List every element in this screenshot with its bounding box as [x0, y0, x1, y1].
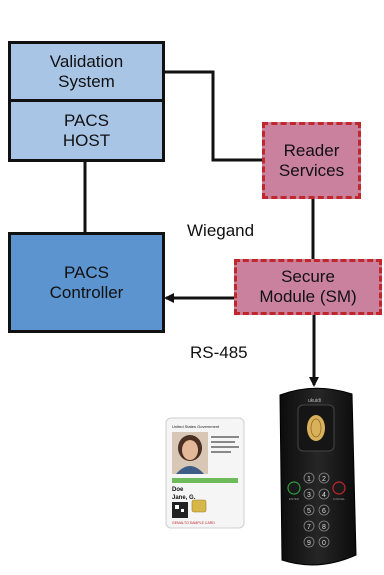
key-3: 3 [307, 492, 311, 499]
validation-system-box: Validation System [8, 41, 165, 102]
pacs-controller-box: PACS Controller [8, 232, 165, 333]
reader-services-box: Reader Services [262, 122, 361, 199]
card-header: United States Government [172, 424, 220, 429]
key-0: 0 [322, 540, 326, 547]
wiegand-label: Wiegand [187, 221, 255, 240]
pacs-host-label: PACS HOST [62, 110, 111, 150]
card-footer: GEMALTO SAMPLE CARD [172, 521, 215, 525]
validation-to-reader-line [163, 70, 263, 162]
key-2: 2 [322, 476, 326, 483]
rs485-label: RS-485 [190, 343, 248, 362]
cancel-button-label: CANCEL [333, 497, 346, 501]
validation-system-label: Validation System [49, 51, 124, 91]
key-1: 1 [307, 476, 311, 483]
reader-brand: ukuidi [308, 398, 321, 404]
secure-module-box: Secure Module (SM) [234, 259, 382, 315]
card-given-name: Jane, G. [172, 495, 196, 501]
key-5: 5 [307, 508, 311, 515]
enter-button-label: ENTER [289, 497, 300, 501]
key-8: 8 [322, 524, 326, 531]
pacs-controller-label: PACS Controller [49, 262, 124, 302]
pacs-host-box: PACS HOST [8, 99, 165, 162]
card-surname: Doe [172, 487, 184, 493]
reader-services-label: Reader Services [278, 140, 345, 180]
key-4: 4 [322, 492, 326, 499]
secure-module-label: Secure Module (SM) [259, 267, 357, 306]
key-6: 6 [322, 508, 326, 515]
key-9: 9 [307, 540, 311, 547]
key-7: 7 [307, 524, 311, 531]
